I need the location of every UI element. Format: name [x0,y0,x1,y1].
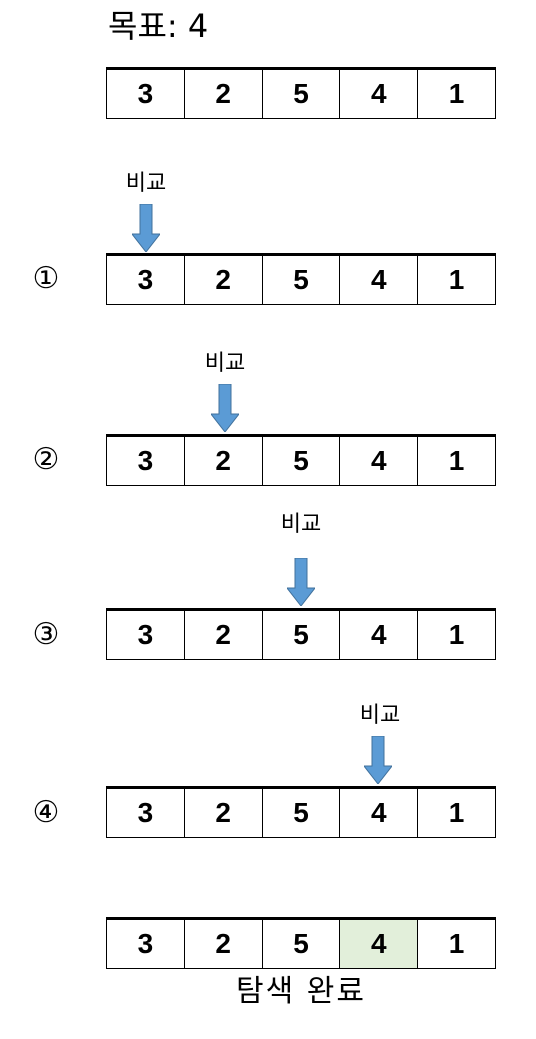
step-number-1: ① [32,261,60,296]
compare-label-step-2: 비교 [204,351,246,376]
array-cell: 4 [340,256,419,304]
array-cell: 2 [185,611,263,659]
down-arrow-icon [211,384,239,432]
array-cell: 2 [185,437,263,485]
array-step-3: 3 2 5 4 1 [106,608,496,660]
array-cell: 1 [418,70,496,118]
found-cell: 4 [340,920,419,968]
array-step-1: 3 2 5 4 1 [106,253,496,305]
compare-label-step-3: 비교 [280,512,322,537]
array-cell: 3 [107,611,185,659]
array-cell: 5 [263,611,341,659]
step-number-3: ③ [32,617,60,652]
array-cell: 4 [340,70,419,118]
array-cell: 4 [340,437,419,485]
array-cell: 2 [185,70,263,118]
array-cell: 4 [340,611,419,659]
array-cell: 1 [418,611,496,659]
result-array: 3 2 5 4 1 [106,917,496,969]
array-step-2: 3 2 5 4 1 [106,434,496,486]
array-cell: 2 [185,789,263,837]
array-cell: 3 [107,789,185,837]
down-arrow-icon [287,558,315,606]
array-step-4: 3 2 5 4 1 [106,786,496,838]
initial-array: 3 2 5 4 1 [106,67,496,119]
array-cell: 3 [107,256,185,304]
array-cell: 5 [263,256,341,304]
array-cell: 1 [418,437,496,485]
down-arrow-icon [132,204,160,252]
array-cell: 3 [107,437,185,485]
compare-label-step-1: 비교 [125,171,167,196]
title: 목표: 4 [108,7,209,45]
array-cell: 1 [418,920,496,968]
array-cell: 1 [418,256,496,304]
array-cell: 5 [263,789,341,837]
array-cell: 2 [185,920,263,968]
search-complete-label: 탐색 완료 [236,974,366,1009]
array-cell: 5 [263,920,341,968]
array-cell: 5 [263,437,341,485]
step-number-4: ④ [32,795,60,830]
compare-label-step-4: 비교 [359,703,401,728]
step-number-2: ② [32,442,60,477]
array-cell: 3 [107,920,185,968]
down-arrow-icon [364,736,392,784]
array-cell: 3 [107,70,185,118]
array-cell: 1 [418,789,496,837]
array-cell: 5 [263,70,341,118]
array-cell: 2 [185,256,263,304]
array-cell: 4 [340,789,419,837]
